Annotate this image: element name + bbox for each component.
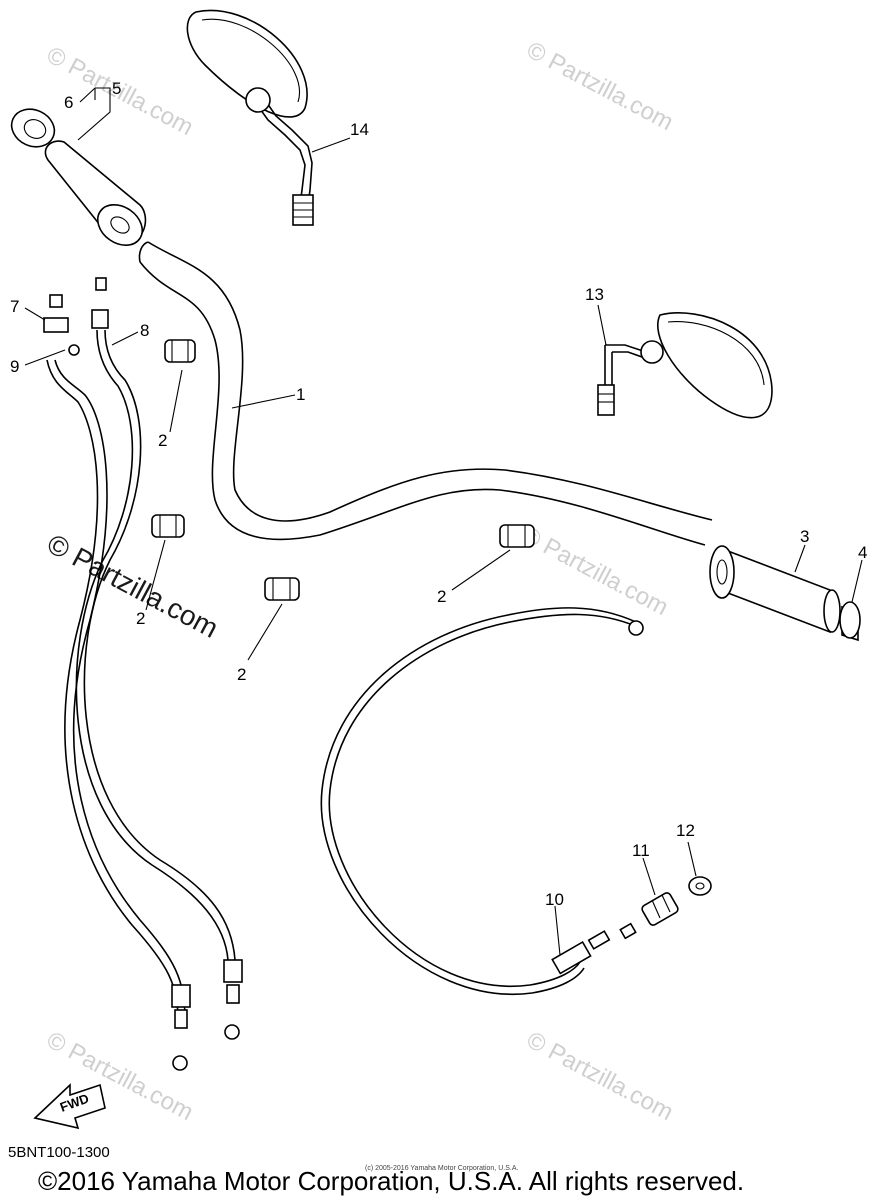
diagram-code: 5BNT100-1300 — [8, 1144, 110, 1161]
small-copyright: (c) 2005-2016 Yamaha Motor Corporation, … — [365, 1165, 518, 1172]
fwd-arrow: FWD — [33, 1083, 106, 1130]
left-throttle-grip — [44, 140, 147, 246]
callouts: 1 2 2 2 2 3 4 5 6 7 8 9 10 11 12 13 14 — [10, 79, 867, 909]
callout-6: 6 — [64, 93, 73, 112]
callout-14: 14 — [350, 120, 369, 139]
right-grip-cap — [839, 601, 861, 642]
right-mirror — [597, 312, 773, 419]
leader-lines — [24, 87, 863, 956]
clamp — [499, 524, 535, 548]
callout-13: 13 — [585, 285, 604, 304]
watermark: © Partzilla.com — [517, 521, 672, 621]
callout-7: 7 — [10, 297, 19, 316]
callout-9: 9 — [10, 357, 19, 376]
left-mirror — [186, 9, 314, 226]
callout-2: 2 — [136, 609, 145, 628]
left-grip-cap — [10, 108, 56, 148]
copyright: ©2016 Yamaha Motor Corporation, U.S.A. A… — [38, 1166, 744, 1196]
callout-8: 8 — [140, 321, 149, 340]
clutch-cable — [320, 607, 644, 996]
watermark-dark: © Partzilla.com — [42, 528, 223, 644]
locknut — [688, 876, 712, 896]
callout-11: 11 — [632, 841, 650, 860]
watermark: © Partzilla.com — [522, 1026, 677, 1126]
throttle-cable-2 — [68, 277, 243, 1040]
throttle-cable-1 — [43, 294, 191, 1071]
callout-2: 2 — [437, 587, 446, 606]
right-grip — [709, 545, 841, 634]
callout-2: 2 — [237, 665, 246, 684]
clamp — [164, 339, 196, 363]
adjuster — [619, 892, 679, 940]
clamp — [264, 577, 300, 601]
handlebar — [138, 241, 713, 546]
watermark: © Partzilla.com — [522, 36, 677, 136]
watermark-layer: © Partzilla.com © Partzilla.com © Partzi… — [42, 36, 677, 1126]
callout-2: 2 — [158, 431, 167, 450]
callout-1: 1 — [296, 385, 305, 404]
callout-3: 3 — [800, 527, 809, 546]
callout-12: 12 — [676, 821, 695, 840]
callout-5: 5 — [112, 79, 121, 98]
callout-10: 10 — [545, 890, 564, 909]
clamp — [151, 514, 185, 538]
callout-4: 4 — [858, 543, 867, 562]
